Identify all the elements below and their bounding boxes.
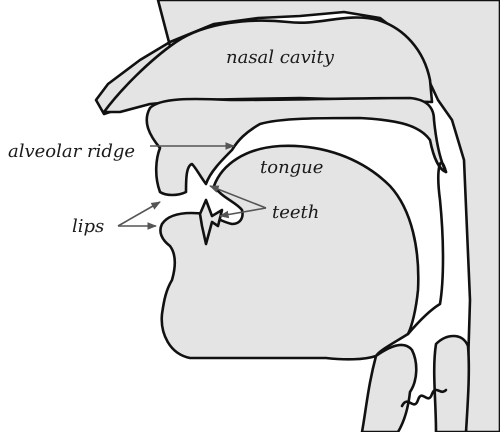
- pharynx-wall: [406, 161, 448, 336]
- label-tongue: tongue: [260, 157, 323, 178]
- label-alveolar-ridge: alveolar ridge: [8, 141, 135, 162]
- nasal-cavity-shape: [102, 16, 434, 114]
- arrow-teeth-lower: [219, 207, 267, 219]
- epiglottis-shape: [360, 343, 418, 432]
- label-lips: lips: [72, 216, 104, 237]
- arrow-lips-upper: [117, 201, 161, 227]
- label-nasal-cavity: nasal cavity: [226, 47, 335, 68]
- arrow-teeth-upper: [209, 185, 267, 209]
- palate-upper-lip: [145, 96, 448, 197]
- larynx-shape: [432, 334, 471, 432]
- label-teeth: teeth: [272, 202, 319, 223]
- lower-teeth-shape: [198, 198, 224, 246]
- vocal-folds-line: [400, 388, 448, 408]
